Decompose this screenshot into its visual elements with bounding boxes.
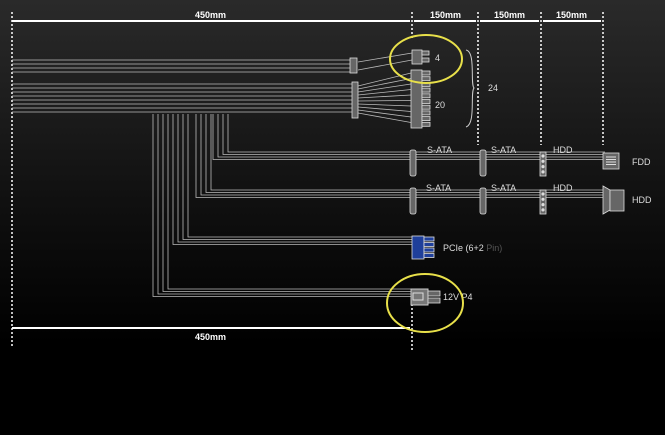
inline-connector: [349, 57, 358, 74]
hdd-label: HDD: [553, 183, 573, 193]
hdd-end-label: HDD: [632, 195, 652, 205]
hdd-label: HDD: [553, 145, 573, 155]
pin: [423, 242, 435, 247]
p4-label: 12V P4: [443, 292, 473, 302]
brace-icon: [465, 49, 475, 128]
inline-connector: [351, 81, 359, 119]
wire: [167, 114, 411, 290]
wire: [187, 114, 412, 238]
wire: [357, 89, 412, 96]
p4-latch: [412, 292, 424, 301]
molex-connector: [539, 189, 547, 215]
pcie-label-main: PCIe (6+2: [443, 243, 484, 253]
wire: [177, 114, 412, 243]
wire: [210, 114, 605, 191]
molex-connector: [539, 151, 547, 177]
sata-connector: [409, 149, 417, 177]
wire: [212, 114, 605, 160]
atx-24pin-label: 24: [488, 83, 498, 93]
pin: [427, 290, 441, 297]
connectors: [349, 49, 625, 306]
pin: [421, 87, 431, 93]
wire: [357, 109, 412, 118]
hdd-connector: [609, 189, 625, 212]
wire: [357, 112, 412, 123]
pin: [421, 99, 431, 104]
pin: [421, 76, 431, 82]
hdd-connector-shroud: [602, 185, 611, 215]
wire: [200, 114, 605, 196]
pcie-label: PCIe (6+2 Pin): [443, 243, 502, 253]
wire: [157, 114, 411, 295]
wire: [357, 59, 413, 71]
pin: [423, 236, 435, 242]
pin: [541, 159, 545, 163]
pin: [421, 121, 431, 127]
pin: [421, 50, 430, 56]
pin: [541, 165, 545, 169]
atx-4pin-connector: [411, 49, 423, 65]
wire: [182, 114, 412, 240]
sata-connector: [409, 187, 417, 215]
wire: [357, 106, 412, 112]
pin: [541, 203, 545, 207]
pin: [421, 116, 431, 121]
fdd-label: FDD: [632, 157, 651, 167]
segment-1-label: 150mm: [430, 10, 461, 20]
wire: [357, 94, 412, 99]
sata-connector: [479, 149, 487, 177]
sata-label: S-ATA: [491, 145, 516, 155]
atx-4pin-label: 4: [435, 53, 440, 63]
sata-label: S-ATA: [426, 183, 451, 193]
wire: [205, 114, 605, 193]
pin: [427, 297, 441, 304]
wire: [195, 114, 605, 198]
wire: [357, 100, 412, 102]
wire: [217, 114, 605, 158]
wire: [357, 103, 412, 107]
pin: [423, 253, 435, 258]
wire: [227, 114, 605, 153]
wire: [152, 114, 411, 297]
wire: [222, 114, 605, 155]
wire: [162, 114, 411, 292]
fdd-connector: [602, 152, 620, 170]
pin: [421, 104, 431, 110]
segment-3-label: 150mm: [556, 10, 587, 20]
dimension-guides: [11, 12, 604, 350]
highlight-circle-4pin: [389, 34, 463, 84]
highlight-circle-p4: [386, 273, 464, 333]
wire: [172, 114, 412, 245]
segment-2-label: 150mm: [494, 10, 525, 20]
pin: [421, 70, 431, 76]
atx-20pin-connector: [410, 69, 423, 129]
pin: [421, 93, 431, 99]
pin: [541, 154, 545, 158]
pin: [541, 208, 545, 212]
bottom-length-label: 450mm: [195, 332, 226, 342]
sata-connector: [479, 187, 487, 215]
wire: [357, 72, 412, 87]
sata-label: S-ATA: [491, 183, 516, 193]
p4-connector: [410, 288, 429, 306]
pin: [541, 197, 545, 201]
wire: [357, 83, 412, 93]
cables: [12, 52, 605, 297]
wire: [357, 78, 412, 90]
pin: [421, 57, 430, 63]
pin: [541, 170, 545, 174]
pcie-connector: [411, 235, 425, 260]
pin: [423, 247, 435, 253]
pcie-label-pin: Pin): [486, 243, 502, 253]
sata-label: S-ATA: [427, 145, 452, 155]
top-length-label: 450mm: [195, 10, 226, 20]
pin: [541, 192, 545, 196]
wire: [357, 52, 413, 63]
atx-20pin-label: 20: [435, 100, 445, 110]
pin: [421, 110, 431, 116]
